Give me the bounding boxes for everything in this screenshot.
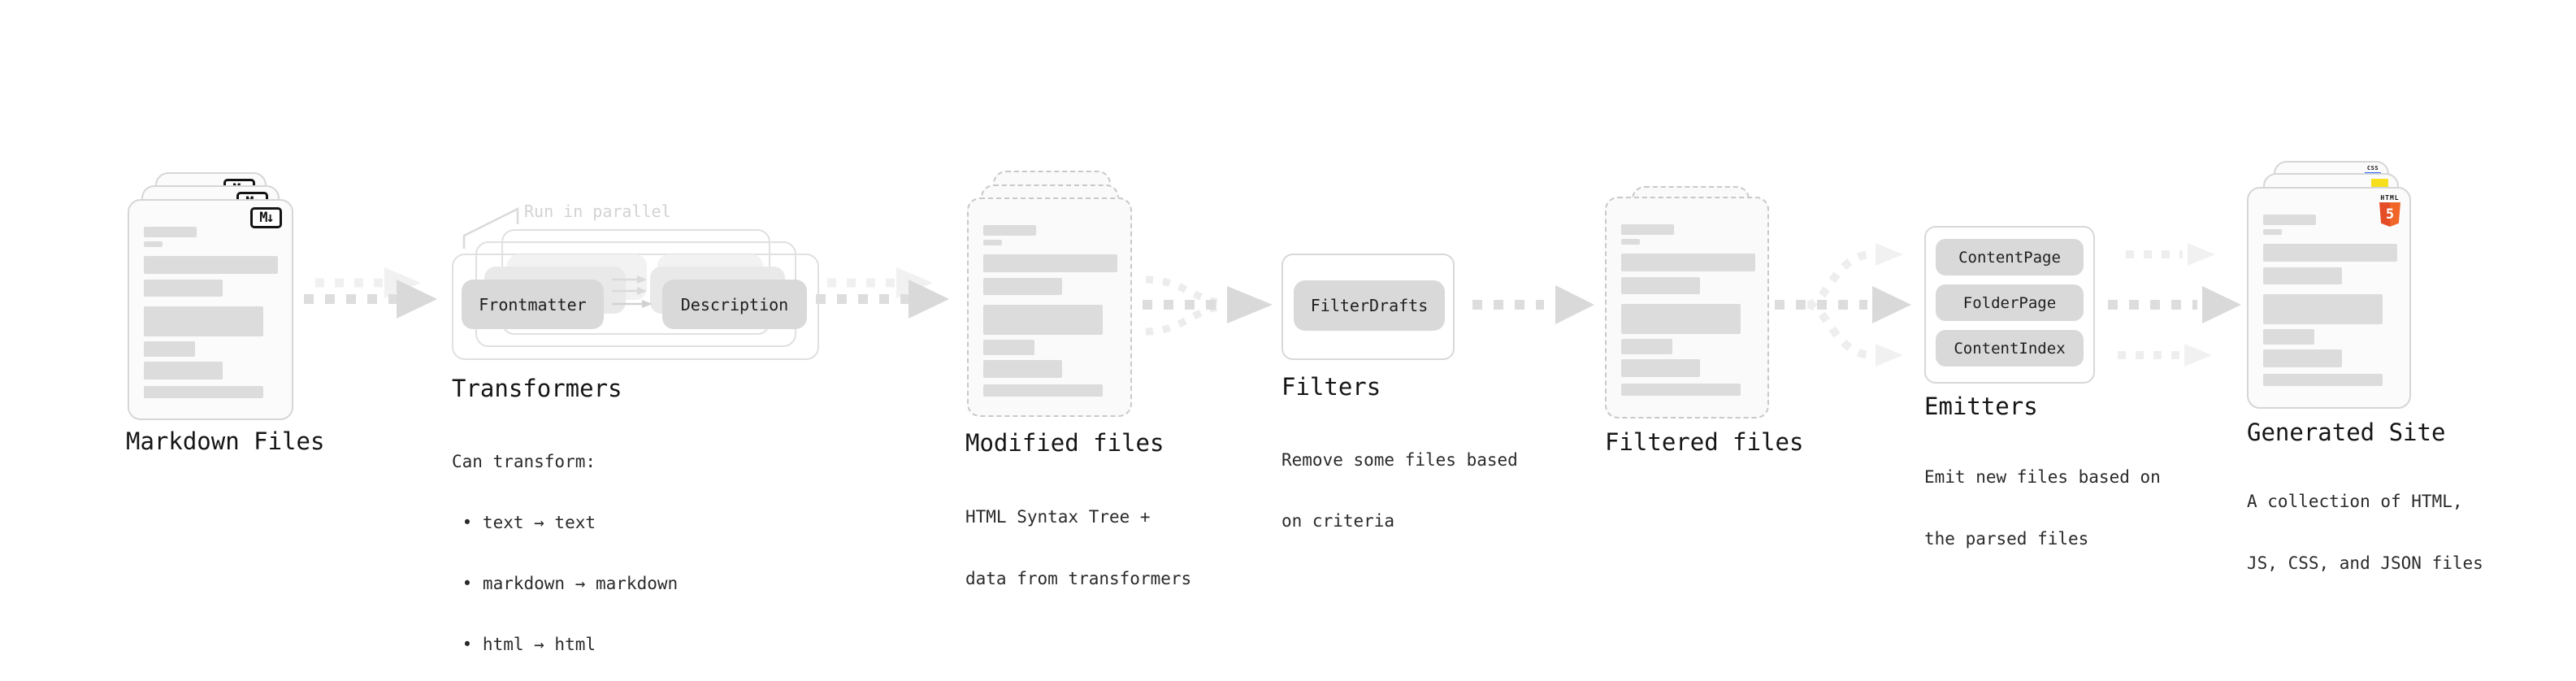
- emitters-label: Emitters: [1924, 393, 2038, 420]
- html5-shield: 5: [2379, 202, 2400, 227]
- desc-line: A collection of HTML,: [2247, 492, 2463, 511]
- run-in-parallel-annotation: Run in parallel: [524, 202, 671, 221]
- flow-arrow-emitters-to-generated: [2108, 243, 2241, 367]
- parallel-arrows-icon: [612, 275, 653, 308]
- desc-line: Emit new files based on: [1924, 467, 2161, 487]
- css-label: CSS: [2366, 165, 2379, 171]
- emitter-node-contentindex: ContentIndex: [1936, 330, 2084, 367]
- filter-node-filterdrafts: FilterDrafts: [1294, 280, 1445, 331]
- html5-icon: HTML 5: [2379, 194, 2401, 227]
- transformers-label: Transformers: [452, 375, 622, 402]
- filters-label: Filters: [1281, 373, 1381, 401]
- desc-line: data from transformers: [965, 569, 1192, 588]
- generated-site-description: A collection of HTML, JS, CSS, and JSON …: [2247, 451, 2483, 614]
- emitter-node-contentpage: ContentPage: [1936, 239, 2084, 275]
- desc-line: • text → text: [452, 513, 596, 532]
- filters-description: Remove some files based on criteria: [1281, 410, 1518, 571]
- markdown-file-card-front: M↓: [128, 199, 293, 420]
- modified-files-label: Modified files: [965, 429, 1164, 457]
- modified-file-card-front: [967, 197, 1132, 417]
- filtered-file-card-front: [1605, 197, 1769, 419]
- generated-site-label: Generated Site: [2247, 419, 2446, 446]
- transformer-node-frontmatter: Frontmatter: [462, 280, 604, 329]
- desc-line: • html → html: [452, 635, 596, 654]
- filters-box: FilterDrafts: [1281, 254, 1455, 360]
- desc-line: JS, CSS, and JSON files: [2247, 553, 2483, 573]
- flow-arrow-filters-to-filtered: [1472, 285, 1594, 324]
- javascript-icon: [2371, 179, 2388, 189]
- markdown-files-label: Markdown Files: [126, 427, 325, 455]
- flow-arrow-filtered-to-emitters: [1775, 243, 1911, 367]
- desc-line: the parsed files: [1924, 529, 2089, 549]
- emitter-node-folderpage: FolderPage: [1936, 284, 2084, 321]
- emitters-box: ContentPage FolderPage ContentIndex: [1924, 226, 2095, 384]
- desc-line: Remove some files based: [1281, 450, 1518, 470]
- flow-arrow-modified-to-filters: [1143, 275, 1273, 336]
- emitters-description: Emit new files based on the parsed files: [1924, 427, 2161, 589]
- desc-line: on criteria: [1281, 511, 1395, 531]
- desc-line: HTML Syntax Tree +: [965, 507, 1151, 527]
- flow-arrow-markdown-to-transformers: [304, 267, 437, 319]
- html5-label: HTML: [2380, 194, 2400, 202]
- desc-line: • markdown → markdown: [452, 574, 679, 593]
- generated-file-card-html: HTML 5: [2247, 187, 2411, 409]
- flow-arrow-transformers-to-modified: [816, 267, 949, 319]
- modified-files-description: HTML Syntax Tree + data from transformer…: [965, 466, 1191, 629]
- annotation-leader-line: [462, 206, 519, 249]
- filtered-files-label: Filtered files: [1605, 428, 1804, 456]
- desc-line: Can transform:: [452, 452, 596, 471]
- markdown-icon: M↓: [250, 207, 282, 228]
- transformers-description: Can transform: • text → text • markdown …: [452, 412, 678, 681]
- transformer-node-description: Description: [662, 280, 807, 329]
